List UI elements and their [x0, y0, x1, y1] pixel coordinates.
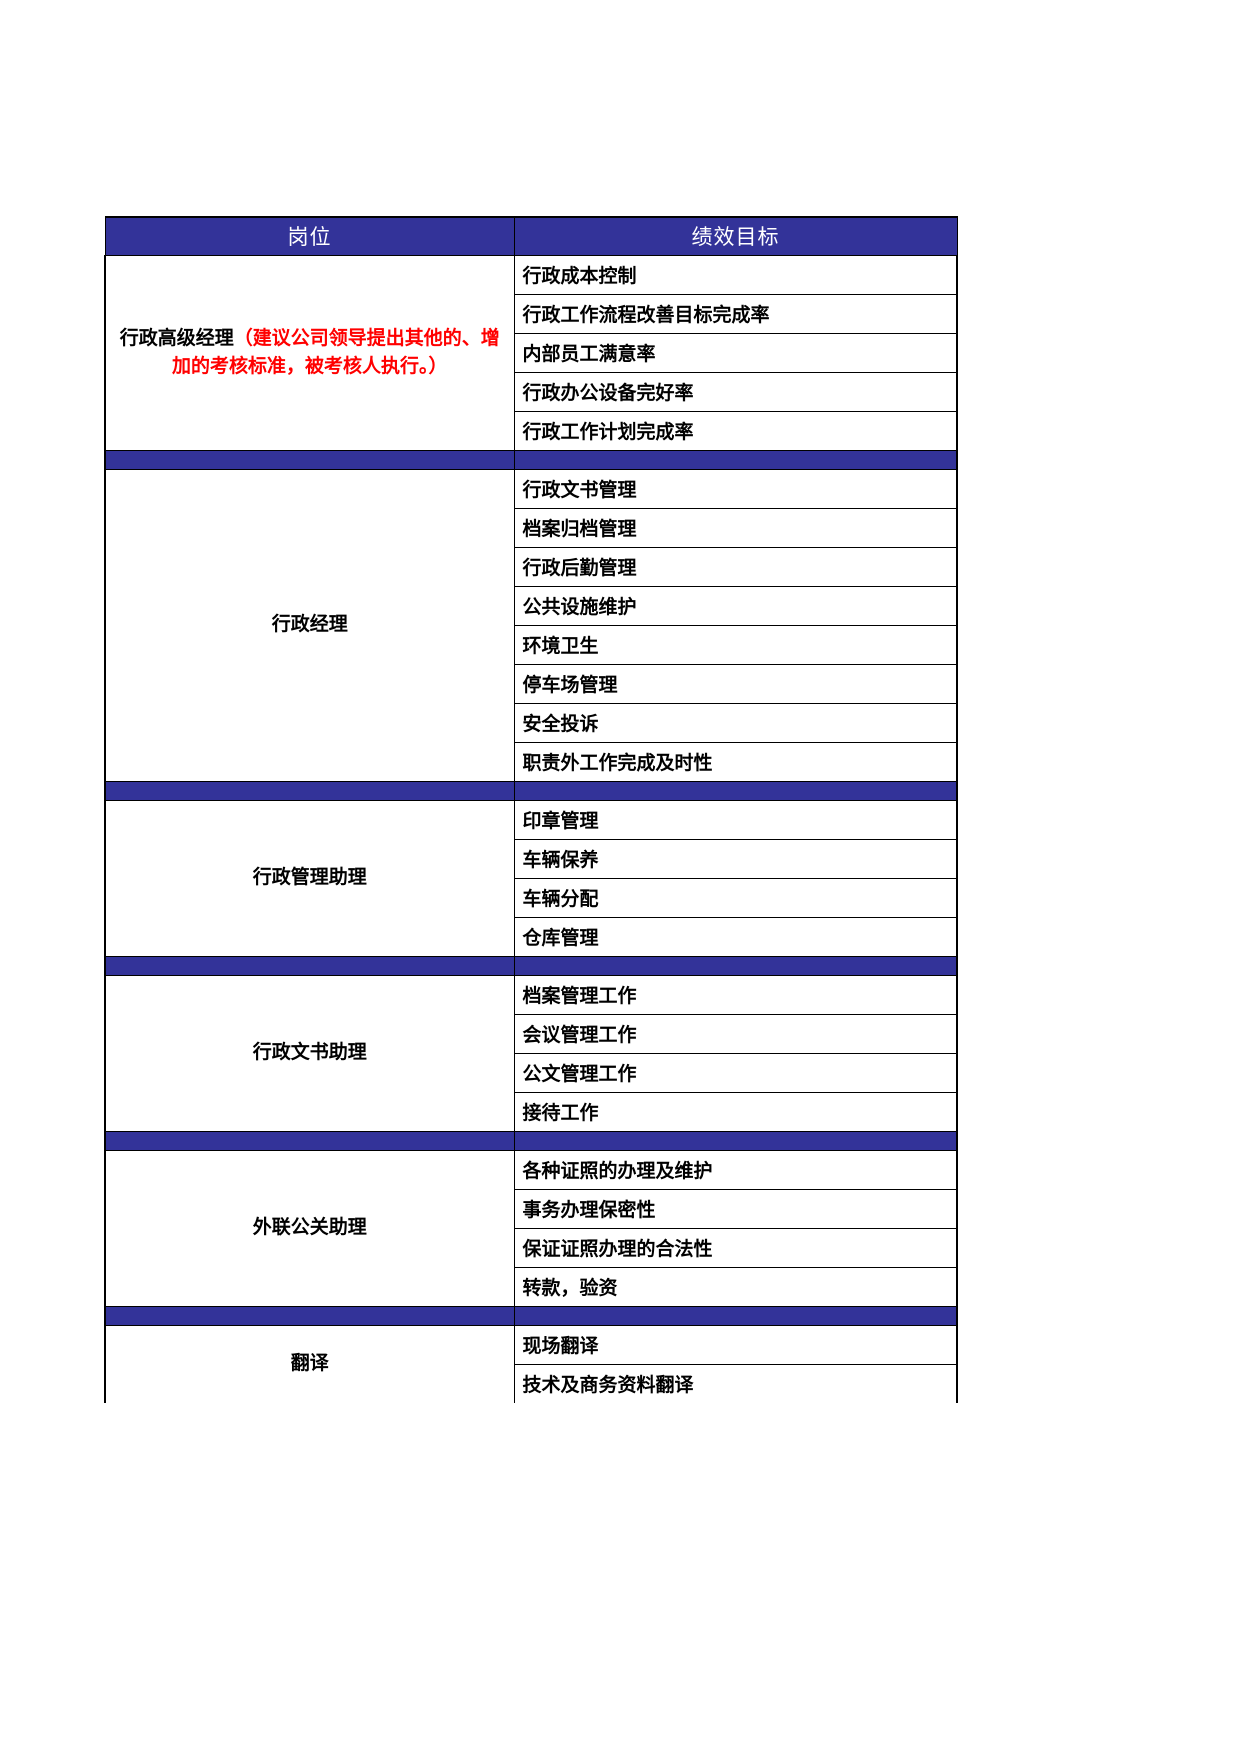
table-row: 环境卫生 [105, 624, 958, 665]
table-row: 技术及商务资料翻译 [105, 1363, 958, 1403]
group-separator-right [513, 780, 958, 801]
position-cell: 行政管理助理 [104, 799, 515, 957]
position-cell: 行政经理 [104, 468, 515, 782]
goal-cell: 保证证照办理的合法性 [513, 1227, 958, 1268]
column-header-goal: 绩效目标 [513, 216, 958, 256]
group-separator-row [104, 1305, 958, 1326]
goal-cell: 档案管理工作 [513, 974, 958, 1015]
position-label: 行政文书助理 [252, 1042, 367, 1064]
table-row: 仓库管理 [105, 916, 958, 957]
goal-cell: 仓库管理 [513, 916, 958, 957]
position-cell: 外联公关助理 [104, 1149, 515, 1307]
position-label: 行政经理 [271, 614, 348, 636]
table-row: 行政管理助理 印章管理 [104, 799, 958, 957]
table-row: 翻译 现场翻译 [104, 1324, 958, 1403]
goal-cell: 车辆保养 [513, 838, 958, 879]
group-separator-left [104, 1305, 515, 1326]
goal-cell: 职责外工作完成及时性 [513, 741, 958, 782]
goal-cell: 车辆分配 [513, 877, 958, 918]
table-row: 车辆分配 [105, 877, 958, 918]
position-label: 翻译 [290, 1353, 329, 1375]
position-cell: 行政文书助理 [104, 974, 515, 1132]
group-separator-left [104, 955, 515, 976]
position-label: 行政管理助理 [252, 867, 367, 889]
group-separator-right [513, 955, 958, 976]
goal-cell: 停车场管理 [513, 663, 958, 704]
column-header-position: 岗位 [104, 216, 515, 256]
table-row: 接待工作 [105, 1091, 958, 1132]
table-row: 行政工作流程改善目标完成率 [105, 293, 958, 334]
goal-cell: 接待工作 [513, 1091, 958, 1132]
group-separator-row [104, 1130, 958, 1151]
goal-cell: 行政成本控制 [513, 254, 958, 295]
group-separator-row [104, 780, 958, 801]
table-row: 外联公关助理 各种证照的办理及维护 [104, 1149, 958, 1307]
table-row: 公共设施维护 [105, 585, 958, 626]
goal-cell: 行政工作流程改善目标完成率 [513, 293, 958, 334]
group-separator-right [513, 449, 958, 470]
goal-cell: 内部员工满意率 [513, 332, 958, 373]
group-separator-left [104, 449, 515, 470]
performance-goals-sheet: 岗位绩效目标行政高级经理（建议公司领导提出其他的、增加的考核标准，被考核人执行。… [104, 216, 958, 1403]
table-row: 行政工作计划完成率 [105, 410, 958, 451]
table-row: 行政高级经理（建议公司领导提出其他的、增加的考核标准，被考核人执行。）行政成本控… [104, 254, 958, 451]
group-separator-left [104, 1130, 515, 1151]
group-separator-row [104, 449, 958, 470]
group-separator-right [513, 1130, 958, 1151]
position-label: 外联公关助理 [252, 1217, 367, 1239]
goal-cell: 印章管理 [513, 799, 958, 840]
goal-cell: 事务办理保密性 [513, 1188, 958, 1229]
goal-cell: 行政文书管理 [513, 468, 958, 509]
goal-cell: 会议管理工作 [513, 1013, 958, 1054]
table-row: 会议管理工作 [105, 1013, 958, 1054]
goal-cell: 公共设施维护 [513, 585, 958, 626]
table-row: 行政文书助理 档案管理工作 [104, 974, 958, 1132]
table-row: 行政经理 行政文书管理 [104, 468, 958, 782]
goal-cell: 环境卫生 [513, 624, 958, 665]
table-row: 安全投诉 [105, 702, 958, 743]
goal-cell: 档案归档管理 [513, 507, 958, 548]
goal-cell: 转款，验资 [513, 1266, 958, 1307]
position-cell: 翻译 [104, 1324, 515, 1403]
performance-goals-table: 岗位绩效目标行政高级经理（建议公司领导提出其他的、增加的考核标准，被考核人执行。… [104, 216, 958, 1403]
position-label: 行政高级经理 [119, 327, 234, 349]
goal-cell: 行政工作计划完成率 [513, 410, 958, 451]
goal-cell: 行政办公设备完好率 [513, 371, 958, 412]
position-note: （建议公司领导提出其他的、增加的考核标准，被考核人执行。） [171, 327, 500, 377]
goal-cell: 技术及商务资料翻译 [513, 1363, 958, 1403]
table-row: 公文管理工作 [105, 1052, 958, 1093]
table-row: 档案归档管理 [105, 507, 958, 548]
table-row: 行政后勤管理 [105, 546, 958, 587]
table-row: 转款，验资 [105, 1266, 958, 1307]
goal-cell: 现场翻译 [513, 1324, 958, 1364]
group-separator-left [104, 780, 515, 801]
group-separator-row [104, 955, 958, 976]
table-header-row: 岗位绩效目标 [104, 216, 958, 256]
goal-cell: 安全投诉 [513, 702, 958, 743]
table-row: 事务办理保密性 [105, 1188, 958, 1229]
goal-cell: 各种证照的办理及维护 [513, 1149, 958, 1190]
position-cell: 行政高级经理（建议公司领导提出其他的、增加的考核标准，被考核人执行。） [104, 254, 515, 451]
goal-cell: 行政后勤管理 [513, 546, 958, 587]
group-separator-right [513, 1305, 958, 1326]
goal-cell: 公文管理工作 [513, 1052, 958, 1093]
